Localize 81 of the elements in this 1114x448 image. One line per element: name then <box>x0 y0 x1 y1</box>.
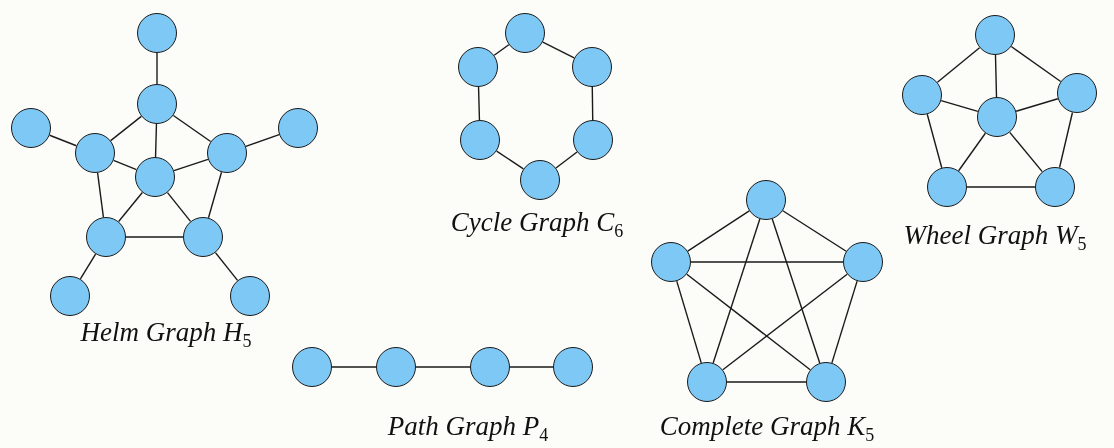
graph-edge <box>994 54 998 98</box>
graph-edge <box>125 236 184 238</box>
graph-vertex <box>520 160 560 200</box>
graph-edge <box>555 151 578 169</box>
graph-vertex <box>75 133 115 173</box>
graph-vertex <box>137 13 177 53</box>
graph-caption: Wheel Graph W$_{5}$ <box>903 221 1087 256</box>
graph-edge <box>117 191 144 223</box>
graph-caption: Cycle Graph C$_{6}$ <box>450 208 624 243</box>
graph-edge <box>966 186 1036 188</box>
graph-edge <box>415 366 471 368</box>
graph-vertex <box>1035 167 1075 207</box>
graph-edge <box>1009 131 1043 173</box>
graph-vertex <box>470 347 510 387</box>
graph-vertex <box>278 108 318 148</box>
graph-edge <box>687 210 750 252</box>
graph-vertex <box>505 13 545 53</box>
graph-vertex <box>230 276 270 316</box>
graph-edge <box>831 280 858 364</box>
graph-edge <box>509 366 554 368</box>
graph-vertex <box>746 180 786 220</box>
graph-edge <box>712 218 761 364</box>
graph-edge <box>477 86 481 121</box>
graph-edge <box>156 52 158 85</box>
graph-vertex <box>573 120 613 160</box>
graph-vertex <box>460 120 500 160</box>
graph-edge <box>493 44 510 56</box>
graph-edge <box>726 381 807 383</box>
graph-vertex <box>86 217 126 257</box>
graph-vertex <box>458 47 498 87</box>
graph-edge <box>926 113 943 169</box>
graph-edge <box>782 210 847 252</box>
graph-edge <box>214 251 239 282</box>
graph-edge <box>154 123 158 158</box>
graph-vertex <box>843 242 883 282</box>
graph-edge <box>1010 45 1062 83</box>
graph-edge <box>48 134 78 147</box>
graph-caption: Helm Graph H$_{5}$ <box>80 318 252 353</box>
graph-edge <box>1058 111 1074 169</box>
graph-edge <box>96 172 105 218</box>
graph-edge <box>722 273 848 371</box>
graph-edge <box>112 159 138 171</box>
graph-vertex <box>11 108 51 148</box>
graph-vertex <box>50 276 90 316</box>
graph-vertex <box>553 347 593 387</box>
graph-edge <box>676 280 702 364</box>
graph-vertex <box>572 47 612 87</box>
graph-edge <box>542 41 575 59</box>
graph-edge <box>245 133 280 148</box>
graph-edge <box>771 218 821 364</box>
graph-edge <box>957 132 987 172</box>
graph-vertex <box>806 362 846 402</box>
graph-edge <box>173 158 209 172</box>
graph-edge <box>686 273 811 371</box>
graph-vertex <box>207 133 247 173</box>
graph-vertex <box>376 347 416 387</box>
graph-edge <box>936 47 981 83</box>
graph-vertex <box>183 217 223 257</box>
graph-edge <box>1015 98 1059 112</box>
graph-vertex <box>651 242 691 282</box>
graph-vertex <box>975 15 1015 55</box>
graph-caption: Complete Graph K$_{5}$ <box>659 412 875 447</box>
graph-edge <box>591 86 594 121</box>
graph-vertex <box>135 157 175 197</box>
graph-vertex <box>977 97 1017 137</box>
graph-edge <box>110 115 142 142</box>
graph-vertex <box>137 84 177 124</box>
graph-edge <box>207 171 223 219</box>
graph-edge <box>940 99 979 113</box>
graph-vertex <box>1057 73 1097 113</box>
graph-vertex <box>292 347 332 387</box>
graph-edge <box>495 150 525 170</box>
graph-vertex <box>927 167 967 207</box>
graph-edge <box>331 366 377 368</box>
graph-edge <box>79 253 97 280</box>
graph-edge <box>690 261 844 263</box>
graph-vertex <box>902 75 942 115</box>
graph-edge <box>172 114 212 143</box>
graph-edge <box>166 191 192 223</box>
graph-caption: Path Graph P$_{4}$ <box>387 412 549 447</box>
graph-vertex <box>687 362 727 402</box>
